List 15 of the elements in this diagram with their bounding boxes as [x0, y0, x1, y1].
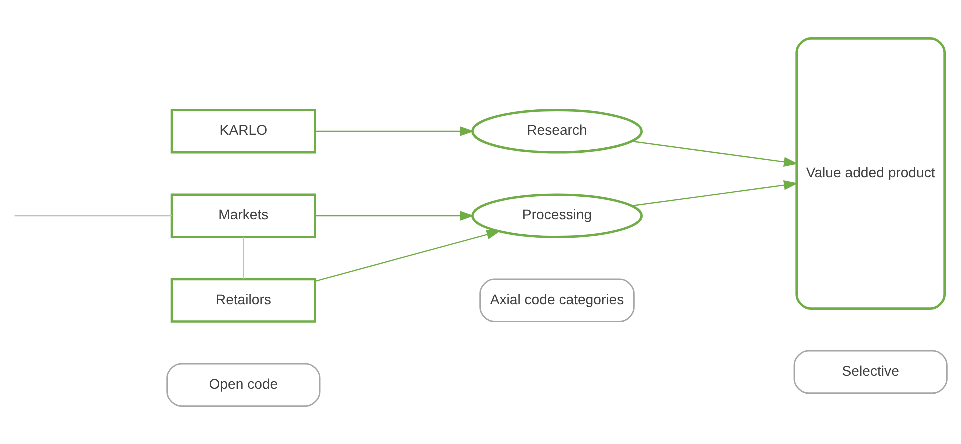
node-box: Selective — [794, 350, 948, 394]
node-box: Axial code categories — [480, 278, 635, 322]
node-box: Markets — [170, 193, 316, 238]
connector — [243, 236, 244, 279]
node-box: Open code — [166, 362, 321, 406]
arrow — [315, 126, 474, 136]
arrow — [632, 140, 798, 167]
node-box: Value added product — [796, 37, 946, 310]
arrow — [315, 229, 501, 282]
arrow — [315, 210, 474, 220]
node-box: Retailors — [170, 278, 316, 322]
connector — [14, 214, 172, 216]
node-ellipse: Research — [472, 108, 643, 154]
node-box: KARLO — [170, 108, 316, 154]
arrow — [632, 180, 798, 206]
